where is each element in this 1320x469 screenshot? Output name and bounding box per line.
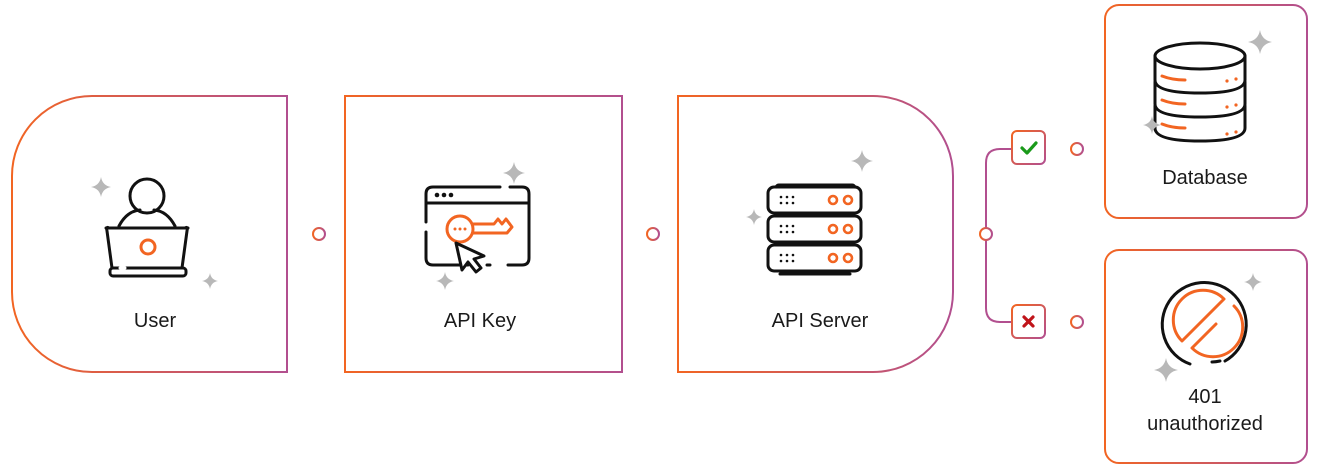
database-icon <box>1153 41 1247 143</box>
database-node-label: Database <box>1162 167 1248 189</box>
connector-api-key-to-server <box>622 227 660 241</box>
forbidden-icon <box>1160 281 1248 366</box>
check-icon <box>1020 141 1038 155</box>
api-server-node-box <box>677 95 954 373</box>
api-server-node-label: API Server <box>771 310 869 332</box>
key-browser-icon <box>424 185 531 274</box>
cross-icon <box>1022 315 1035 328</box>
user-node-label: User <box>133 310 177 332</box>
unauthorized-text-label: unauthorized <box>1147 413 1263 435</box>
valid-branch <box>1011 130 1084 165</box>
server-rack-icon <box>766 183 863 276</box>
unauthorized-code-label: 401 <box>1188 386 1222 408</box>
branch-junction <box>979 227 993 241</box>
success-badge <box>1011 130 1046 165</box>
user-laptop-icon <box>104 177 190 278</box>
api-key-node-label: API Key <box>443 310 517 332</box>
user-node-box <box>11 95 288 373</box>
invalid-branch <box>1011 304 1084 339</box>
connector-server-branch <box>953 148 1012 323</box>
connector-user-to-api-key <box>287 227 326 241</box>
